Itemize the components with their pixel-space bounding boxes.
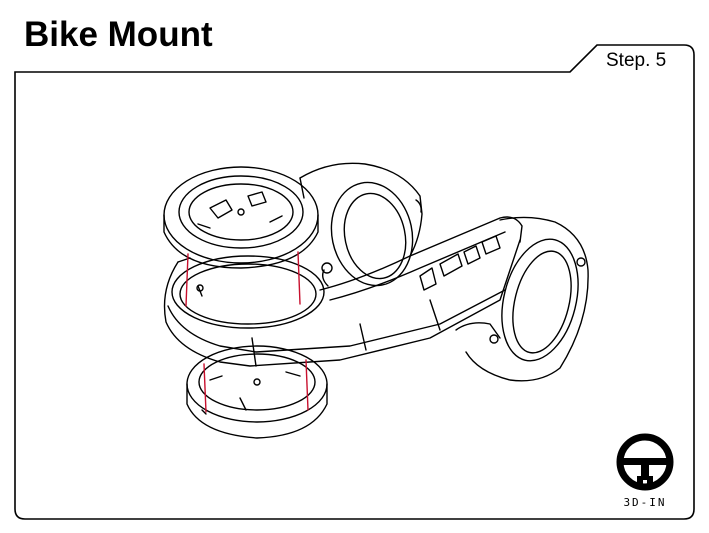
rear-clamp [299, 162, 423, 287]
top-mount [163, 166, 319, 269]
guide-line [185, 253, 189, 307]
guide-line [297, 251, 301, 305]
guide-line [305, 359, 309, 411]
brand-logo-text: 3D-IN [623, 496, 667, 509]
engraved-logo [419, 235, 501, 291]
front-clamp [455, 216, 589, 382]
bottom-mount [186, 345, 328, 439]
mount-arm [163, 216, 523, 367]
page-title: Bike Mount [24, 15, 213, 54]
step-label: Step. 5 [606, 50, 667, 71]
arm-socket [171, 255, 325, 329]
alignment-guides [185, 251, 309, 413]
guide-line [203, 363, 207, 413]
